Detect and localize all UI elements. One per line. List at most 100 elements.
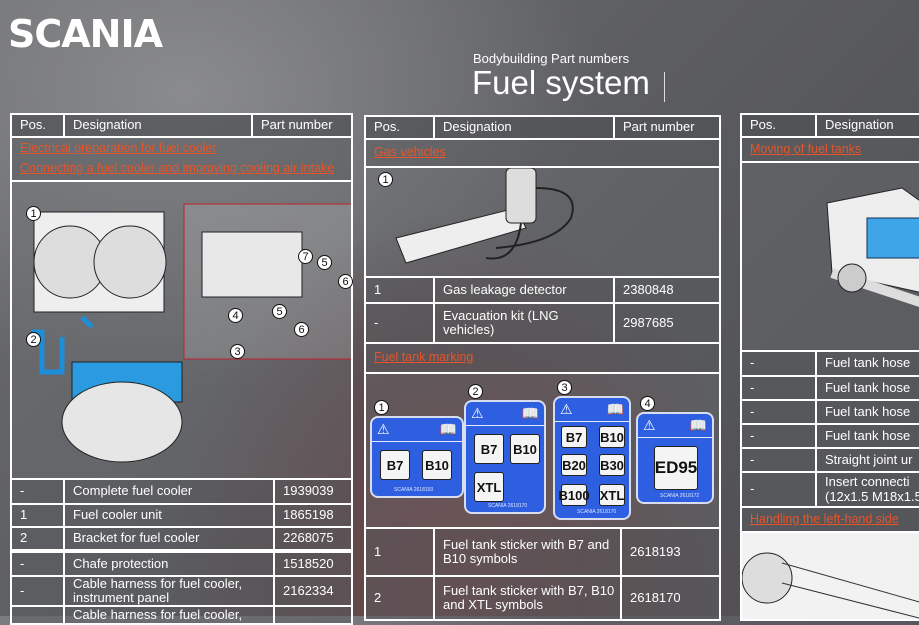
fuel-code-box: B100	[558, 484, 590, 506]
callout-5a: 5	[272, 304, 287, 319]
fuel-cooler-drawing	[32, 203, 353, 463]
row-designation: Fuel tank hose	[815, 399, 919, 425]
row-designation: Chafe protection	[63, 551, 275, 577]
row-designation: Gas leakage detector	[433, 276, 615, 304]
row-designation: Evacuation kit (LNG vehicles)	[433, 302, 615, 344]
fuel-code-box: B7	[474, 434, 504, 464]
row-pos: 1	[364, 527, 435, 577]
sticker-callout: 1	[374, 400, 389, 415]
chassis-illustration	[740, 531, 919, 621]
callout-4: 4	[228, 308, 243, 323]
row-pos: -	[10, 478, 65, 505]
row-designation: Insert connecti (12x1.5 M18x1.5	[815, 471, 919, 508]
row-part-number: 1939039	[273, 478, 353, 505]
fuel-code-box: XTL	[474, 472, 504, 502]
row-part-number: 2987685	[613, 302, 721, 344]
row-part-number: 2162334	[273, 575, 353, 607]
page-subtitle: Bodybuilding Part numbers	[473, 51, 630, 66]
sticker-callout: 2	[468, 384, 483, 399]
row-pos: -	[10, 575, 65, 607]
row-designation: Fuel cooler unit	[63, 503, 275, 528]
row-pos: 1	[10, 503, 65, 528]
row-part-number: 2618170	[620, 575, 721, 621]
header-part-number: Part number	[251, 113, 353, 138]
link-handling-left-side[interactable]: Handling the left-hand side	[750, 511, 899, 526]
manual-info-icon: 📖	[521, 405, 539, 421]
callout-1: 1	[26, 206, 41, 221]
truck-drawing	[826, 187, 919, 307]
warning-icon: ⚠	[560, 401, 573, 417]
warning-icon: ⚠	[643, 417, 656, 433]
manual-info-icon: 📖	[439, 421, 457, 437]
row-part-number: 1518520	[273, 551, 353, 577]
row-designation: Complete fuel cooler	[63, 478, 275, 505]
gas-detector-illustration: 1	[364, 166, 721, 278]
link-fuel-tank-marking[interactable]: Fuel tank marking	[374, 350, 474, 365]
manual-info-icon: 📖	[689, 417, 707, 433]
fuel-code-box: B30	[599, 454, 625, 476]
sticker-footer: SCANIA 2618170	[577, 509, 617, 515]
header-designation-2: Designation	[433, 115, 615, 140]
gas-detector-drawing	[395, 167, 574, 264]
chassis-drawing	[741, 533, 919, 619]
header-designation-3: Designation	[815, 113, 919, 138]
link-gas-vehicles[interactable]: Gas vehicles	[374, 145, 446, 160]
callout-6a: 6	[294, 322, 309, 337]
sticker-footer: SCANIA 2618172	[660, 493, 700, 499]
fuel-code-box: B7	[380, 450, 410, 480]
row-designation: Cable harness for fuel cooler,	[63, 605, 275, 625]
row-designation: Straight joint ur	[815, 447, 919, 473]
header-pos-3: Pos.	[740, 113, 817, 138]
sticker-footer: SCANIA 2618170	[488, 503, 528, 509]
row-pos: -	[740, 399, 817, 425]
header-designation: Designation	[63, 113, 253, 138]
warning-icon: ⚠	[377, 421, 390, 437]
row-pos: -	[740, 471, 817, 508]
sticker-callout: 4	[640, 396, 655, 411]
callout-3: 3	[230, 344, 245, 359]
link-moving-fuel-tanks[interactable]: Moving of fuel tanks	[750, 141, 862, 156]
warning-icon: ⚠	[471, 405, 484, 421]
row-designation: Fuel tank sticker with B7, B10 and XTL s…	[433, 575, 622, 621]
row-pos: 2	[364, 575, 435, 621]
row-part-number: 1865198	[273, 503, 353, 528]
row-pos: -	[364, 302, 435, 344]
fuel-code-box: XTL	[599, 484, 625, 506]
link-electrical-preparation[interactable]: Electrical preparation for fuel cooler	[20, 141, 217, 156]
row-pos: 1	[364, 276, 435, 304]
fuel-code-box: B10	[422, 450, 452, 480]
page-title: Fuel system	[472, 64, 650, 101]
sticker-callout: 3	[557, 380, 572, 395]
row-designation: Bracket for fuel cooler	[63, 526, 275, 551]
row-pos: -	[740, 447, 817, 473]
row-designation: Cable harness for fuel cooler, instrumen…	[63, 575, 275, 607]
callout-2: 2	[26, 332, 41, 347]
row-pos: -	[740, 375, 817, 401]
row-part-number: 2380848	[613, 276, 721, 304]
row-designation: Fuel tank hose	[815, 350, 919, 377]
sticker-footer: SCANIA 2618193	[394, 487, 434, 493]
header-pos: Pos.	[10, 113, 65, 138]
row-pos: 2	[10, 526, 65, 551]
callout-5b: 5	[317, 255, 332, 270]
row-part-number: 2268075	[273, 526, 353, 551]
fuel-code-box: B10	[510, 434, 540, 464]
link-connecting-fuel-cooler[interactable]: Connecting a fuel cooler and improving c…	[20, 161, 335, 175]
gas-callout-1: 1	[378, 172, 393, 187]
row-designation: Fuel tank sticker with B7 and B10 symbol…	[433, 527, 622, 577]
manual-info-icon: 📖	[606, 401, 624, 417]
row-part-number	[273, 605, 353, 625]
fuel-code-box: ED95	[654, 446, 698, 490]
fuel-code-box: B20	[561, 454, 587, 476]
callout-7: 7	[298, 249, 313, 264]
row-designation: Fuel tank hose	[815, 375, 919, 401]
row-pos: -	[740, 423, 817, 449]
scania-logo: SCANIA	[8, 12, 163, 56]
row-pos	[10, 605, 65, 625]
row-designation: Fuel tank hose	[815, 423, 919, 449]
callout-6b: 6	[338, 274, 353, 289]
text-cursor	[664, 72, 665, 102]
